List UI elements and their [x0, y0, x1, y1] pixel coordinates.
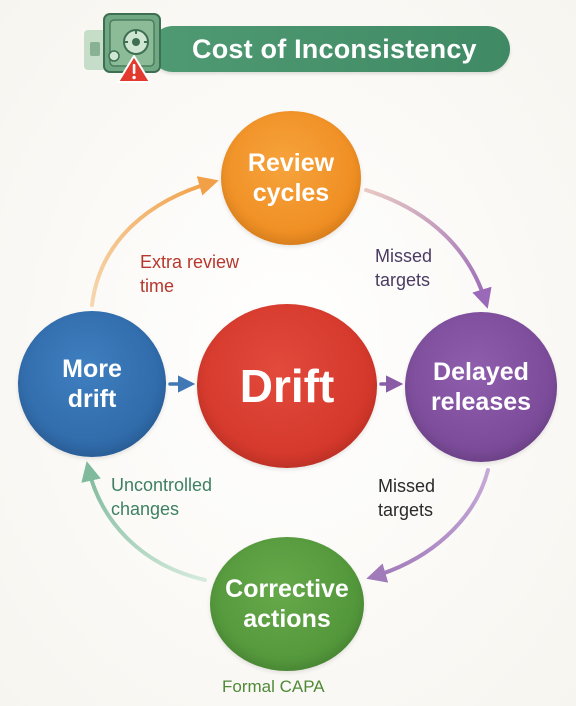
page-title: Cost of Inconsistency [192, 34, 477, 64]
node-more-drift-label: More drift [62, 354, 122, 414]
node-corrective-actions-label: Corrective actions [225, 574, 349, 634]
edge-label-uncontrolled-changes: Uncontrolled changes [111, 475, 213, 520]
arrow-delayed-to-corrective [366, 468, 490, 583]
node-corrective-actions: Corrective actions [210, 537, 364, 671]
node-drift-label: Drift [239, 359, 335, 412]
safe-with-warning-icon [84, 13, 161, 83]
footnote-formal-capa: Formal CAPA [222, 677, 325, 696]
edge-label-missed-targets-bottom: Missed targets [378, 476, 436, 521]
edge-label-extra-review-time: Extra review time [140, 252, 240, 297]
edge-label-missed-targets-top: Missed targets [375, 246, 433, 291]
title-banner [150, 26, 510, 72]
node-more-drift: More drift [18, 311, 166, 457]
node-drift-center: Drift [197, 304, 377, 468]
node-review-cycles-label: Review cycles [247, 148, 335, 208]
arrow-more-to-review [90, 176, 219, 307]
node-review-cycles: Review cycles [221, 111, 361, 245]
arrow-review-to-delayed [364, 188, 492, 309]
node-delayed-releases-label: Delayed releases [430, 357, 532, 417]
arrow-corrective-to-more [81, 461, 207, 582]
node-delayed-releases: Delayed releases [405, 312, 557, 462]
